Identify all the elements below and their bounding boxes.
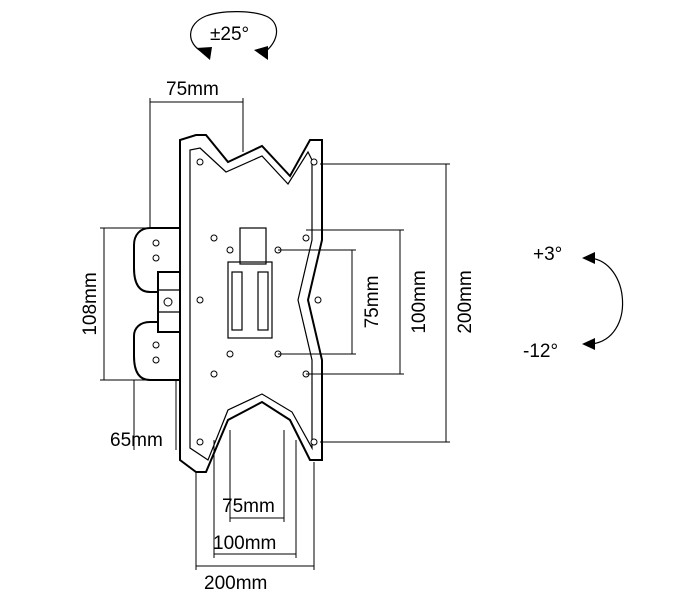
dim-top-75mm: 75mm — [166, 79, 219, 100]
vesa-plate — [179, 134, 323, 473]
tilt-indicator: +3° -12° — [523, 244, 624, 362]
tilt-down-label: -12° — [523, 341, 558, 362]
swivel-arrow-right — [254, 46, 268, 60]
swivel-indicator: ±25° — [190, 11, 278, 60]
tilt-arrow-up — [582, 252, 595, 264]
swivel-arrow-left — [196, 47, 212, 60]
dim-vesa-h-200mm: 200mm — [455, 270, 476, 333]
dim-bracket-108mm: 108mm — [80, 272, 101, 335]
dim-vesa-w-75mm: 75mm — [222, 496, 275, 517]
tilt-arrow-down — [582, 338, 595, 350]
dim-vesa-w-100mm: 100mm — [213, 533, 276, 554]
dim-vesa-w-200mm: 200mm — [204, 573, 267, 594]
dim-vesa-h-100mm: 100mm — [409, 270, 430, 333]
tilt-up-label: +3° — [533, 244, 562, 265]
dimension-lines — [100, 98, 450, 570]
dim-bracket-65mm: 65mm — [110, 430, 163, 451]
dim-vesa-h-75mm: 75mm — [362, 276, 383, 329]
swivel-label: ±25° — [210, 24, 249, 45]
wall-bracket — [133, 227, 191, 381]
